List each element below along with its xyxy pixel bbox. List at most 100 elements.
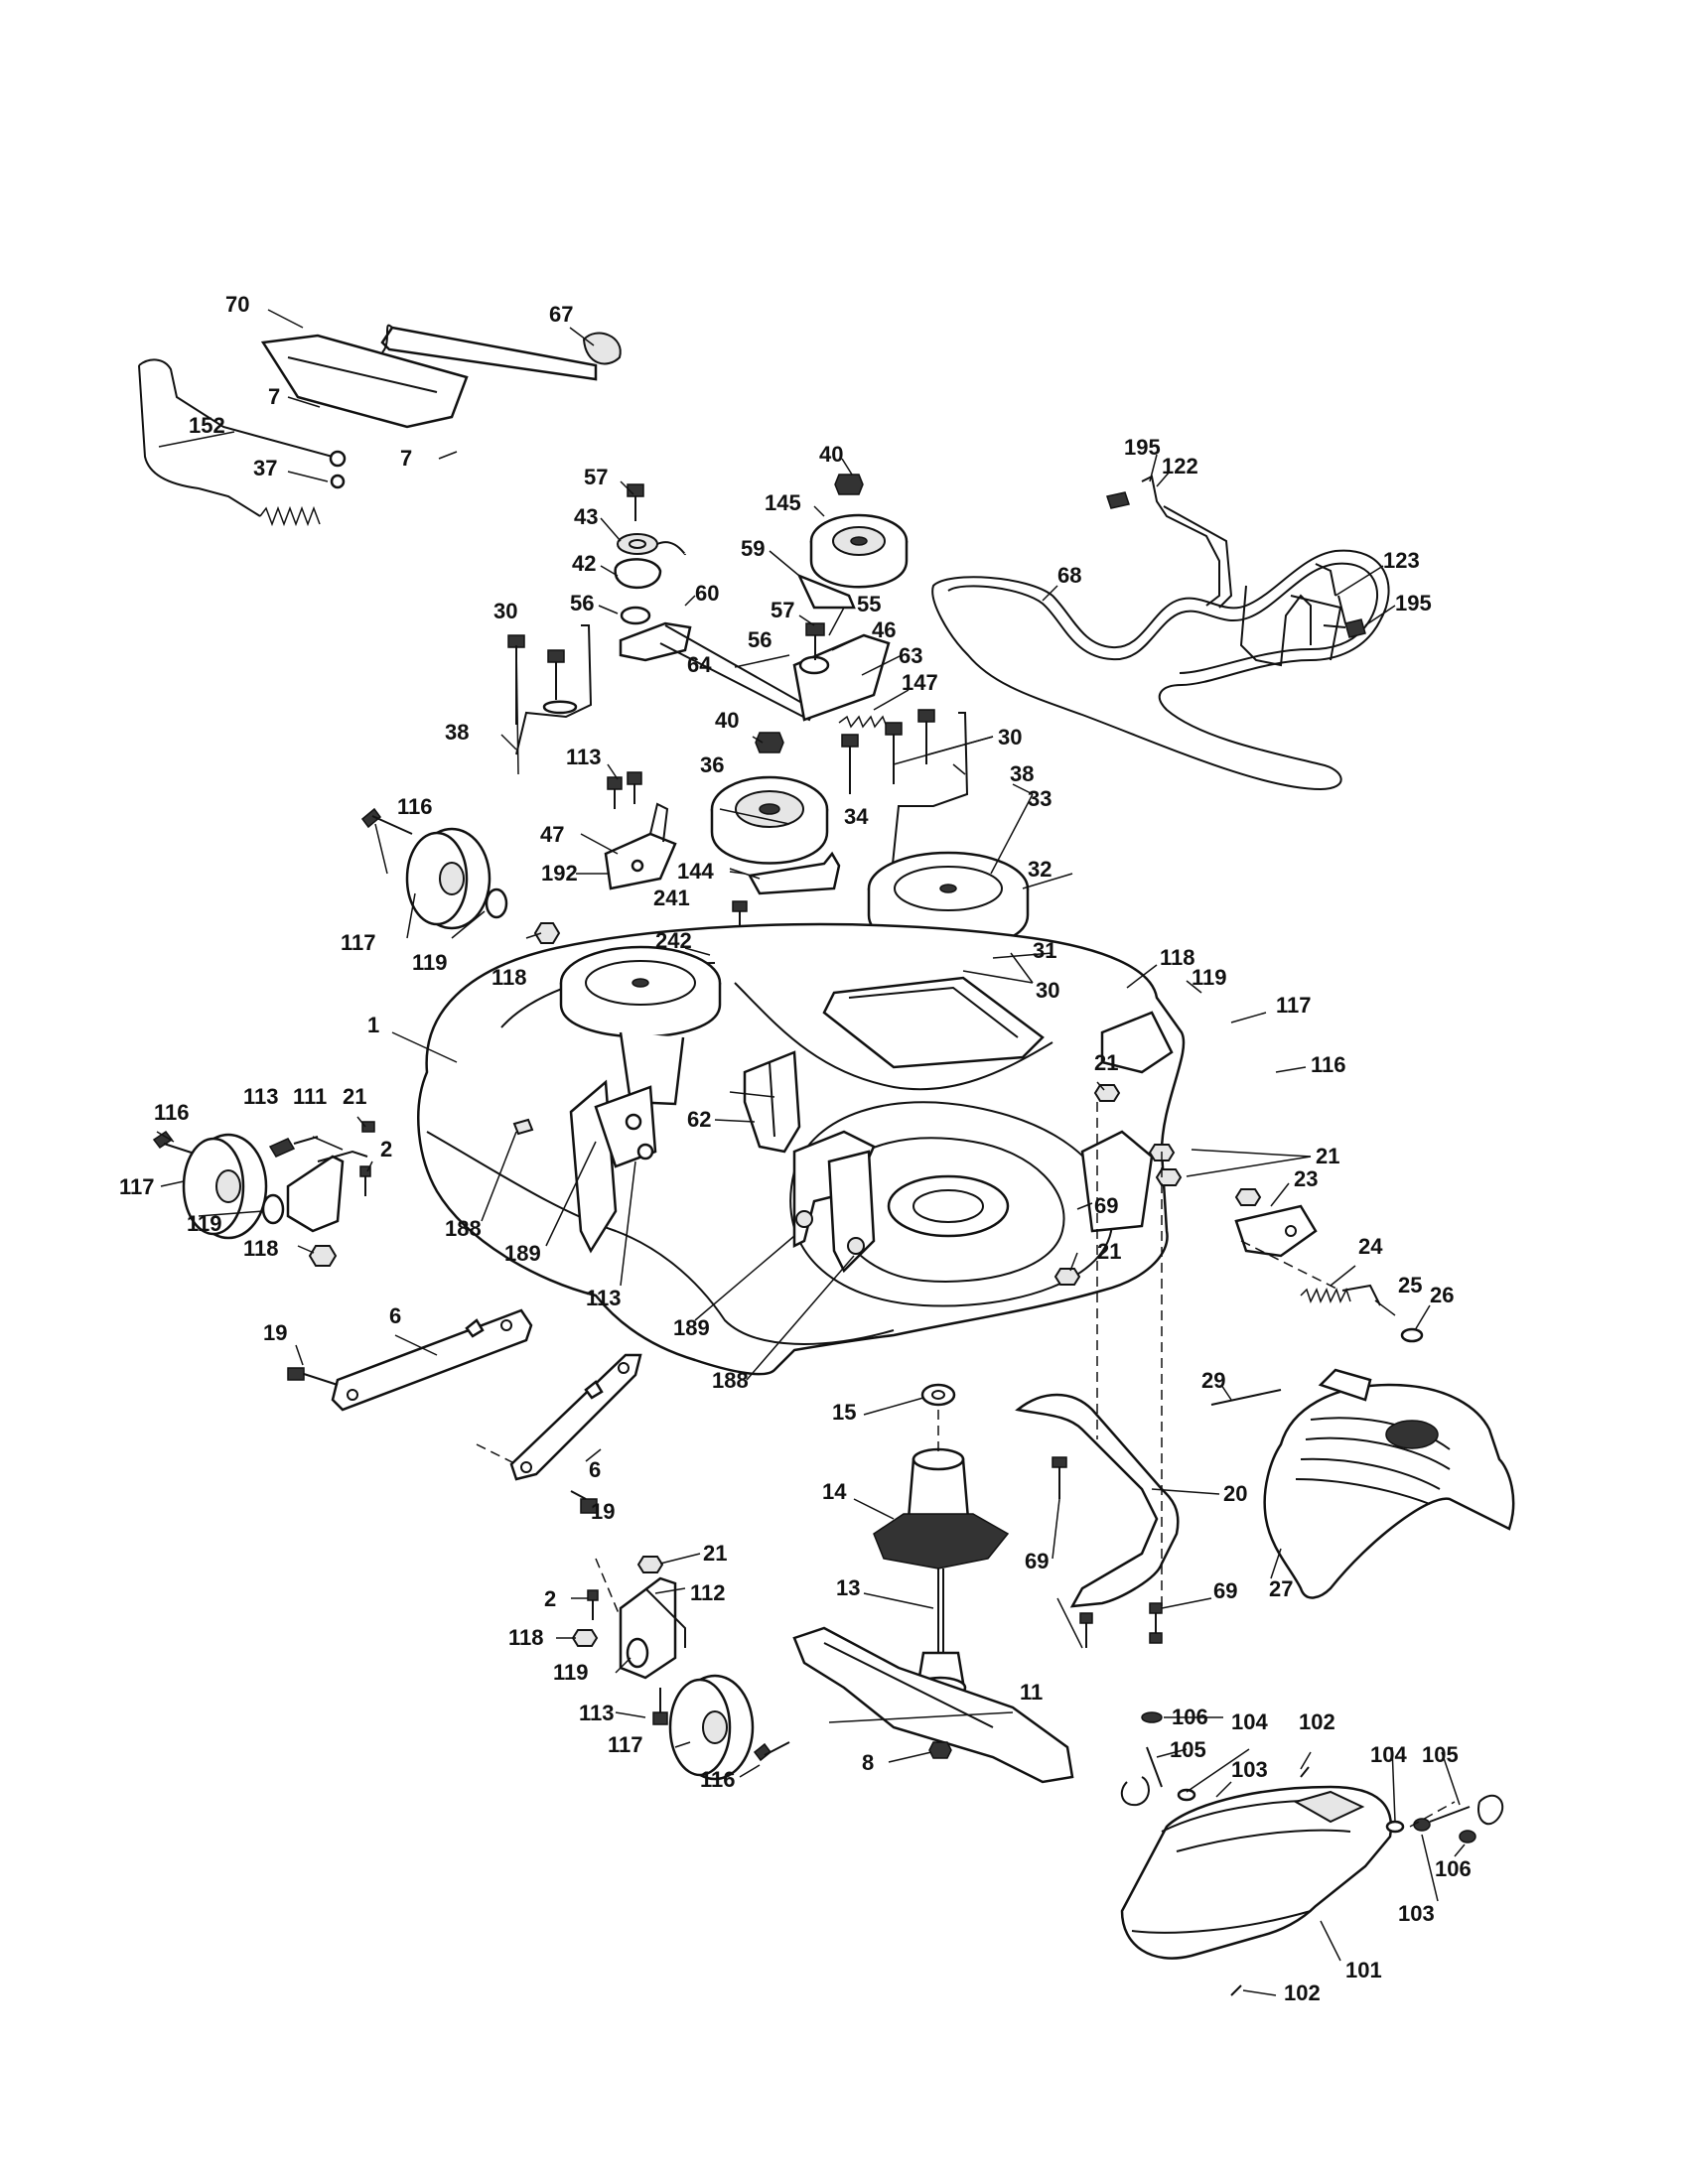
callout-33: 33 bbox=[1028, 786, 1052, 811]
callout-43: 43 bbox=[574, 504, 598, 529]
callout-117: 117 bbox=[119, 1174, 155, 1199]
callout-19: 19 bbox=[263, 1320, 287, 1345]
callout-30: 30 bbox=[493, 599, 517, 623]
callout-118: 118 bbox=[508, 1625, 544, 1650]
callout-106: 106 bbox=[1435, 1856, 1472, 1881]
leader-lines bbox=[156, 309, 1466, 1996]
callout-29: 29 bbox=[1201, 1368, 1225, 1393]
callout-113: 113 bbox=[579, 1701, 615, 1725]
callout-67: 67 bbox=[549, 302, 573, 327]
callout-116: 116 bbox=[397, 794, 433, 819]
callout-102: 102 bbox=[1299, 1709, 1335, 1734]
callout-42: 42 bbox=[572, 551, 596, 576]
callout-116: 116 bbox=[700, 1767, 736, 1792]
lift-bracket-assembly bbox=[138, 324, 622, 527]
callout-60: 60 bbox=[695, 581, 719, 606]
front-deck-arms bbox=[287, 1308, 642, 1514]
callout-118: 118 bbox=[491, 965, 527, 990]
callout-69: 69 bbox=[1213, 1578, 1237, 1603]
callout-37: 37 bbox=[253, 456, 277, 480]
callout-46: 46 bbox=[872, 617, 896, 642]
callout-38: 38 bbox=[1010, 761, 1034, 786]
callout-64: 64 bbox=[687, 652, 712, 677]
callout-7: 7 bbox=[400, 446, 412, 471]
callout-20: 20 bbox=[1223, 1481, 1247, 1506]
discharge-chute bbox=[1263, 1368, 1515, 1599]
callout-40: 40 bbox=[715, 708, 739, 733]
spindle-blade bbox=[792, 1383, 1074, 1784]
idler-arm-stack bbox=[614, 483, 816, 722]
callout-7: 7 bbox=[268, 384, 280, 409]
left-hanger bbox=[507, 624, 593, 755]
callout-11: 11 bbox=[1020, 1680, 1043, 1705]
callout-13: 13 bbox=[836, 1575, 860, 1600]
callout-21: 21 bbox=[1316, 1144, 1339, 1168]
callout-101: 101 bbox=[1345, 1958, 1382, 1982]
callout-119: 119 bbox=[553, 1660, 589, 1685]
center-idler-pulley bbox=[710, 732, 841, 895]
callout-242: 242 bbox=[655, 928, 692, 953]
callout-19: 19 bbox=[591, 1499, 615, 1524]
callout-103: 103 bbox=[1231, 1757, 1268, 1782]
callout-1: 1 bbox=[367, 1013, 379, 1037]
callout-63: 63 bbox=[899, 643, 922, 668]
callout-105: 105 bbox=[1170, 1737, 1206, 1762]
callout-195: 195 bbox=[1395, 591, 1432, 615]
callout-26: 26 bbox=[1430, 1283, 1454, 1307]
callout-2: 2 bbox=[380, 1137, 392, 1161]
callout-30: 30 bbox=[998, 725, 1022, 750]
callout-40: 40 bbox=[819, 442, 843, 467]
callout-106: 106 bbox=[1172, 1705, 1208, 1729]
callout-118: 118 bbox=[243, 1236, 279, 1261]
callout-56: 56 bbox=[570, 591, 594, 615]
callout-241: 241 bbox=[653, 886, 690, 910]
callout-21: 21 bbox=[703, 1541, 727, 1566]
callout-145: 145 bbox=[765, 490, 801, 515]
callout-119: 119 bbox=[412, 950, 448, 975]
left-front-wheel bbox=[360, 807, 561, 944]
callout-8: 8 bbox=[862, 1750, 874, 1775]
callout-195: 195 bbox=[1124, 435, 1161, 460]
callout-55: 55 bbox=[857, 592, 881, 616]
callout-15: 15 bbox=[832, 1400, 856, 1425]
callout-25: 25 bbox=[1398, 1273, 1422, 1297]
callout-14: 14 bbox=[822, 1479, 847, 1504]
callout-113: 113 bbox=[586, 1286, 622, 1310]
callout-118: 118 bbox=[1160, 945, 1195, 970]
callout-21: 21 bbox=[1097, 1239, 1121, 1264]
callout-27: 27 bbox=[1269, 1576, 1293, 1601]
callout-188: 188 bbox=[445, 1216, 482, 1241]
callout-111: 111 bbox=[293, 1084, 327, 1109]
callout-6: 6 bbox=[389, 1303, 401, 1328]
callout-117: 117 bbox=[608, 1732, 643, 1757]
callout-30: 30 bbox=[1036, 978, 1059, 1003]
callout-152: 152 bbox=[189, 413, 225, 438]
callout-113: 113 bbox=[243, 1084, 279, 1109]
callout-70: 70 bbox=[225, 292, 249, 317]
callout-189: 189 bbox=[504, 1241, 541, 1266]
callout-68: 68 bbox=[1057, 563, 1081, 588]
parts-artwork bbox=[138, 324, 1515, 1996]
callout-56: 56 bbox=[748, 627, 772, 652]
callout-36: 36 bbox=[700, 752, 724, 777]
callout-104: 104 bbox=[1231, 1709, 1268, 1734]
callout-21: 21 bbox=[343, 1084, 366, 1109]
callout-189: 189 bbox=[673, 1315, 710, 1340]
mulch-cover bbox=[1120, 1711, 1504, 1996]
callout-47: 47 bbox=[540, 822, 564, 847]
left-idler-bracket bbox=[604, 771, 677, 890]
callout-117: 117 bbox=[341, 930, 376, 955]
callout-32: 32 bbox=[1028, 857, 1052, 882]
callout-57: 57 bbox=[771, 598, 794, 622]
callout-144: 144 bbox=[677, 859, 714, 884]
callout-105: 105 bbox=[1422, 1742, 1459, 1767]
callout-labels: 70 67 7 7 152 37 57 43 42 56 60 40 145 5… bbox=[119, 292, 1472, 2005]
callout-57: 57 bbox=[584, 465, 608, 489]
callout-34: 34 bbox=[844, 804, 869, 829]
callout-119: 119 bbox=[1192, 965, 1227, 990]
callout-102: 102 bbox=[1284, 1980, 1321, 2005]
callout-123: 123 bbox=[1383, 548, 1420, 573]
callout-122: 122 bbox=[1162, 454, 1198, 478]
callout-59: 59 bbox=[741, 536, 765, 561]
